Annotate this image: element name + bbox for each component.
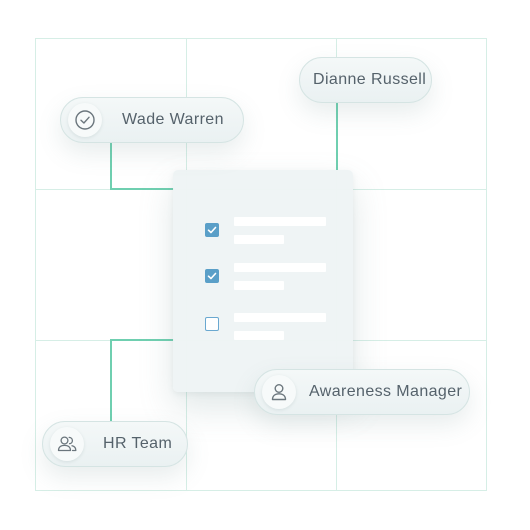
users-icon <box>50 427 84 461</box>
placeholder-line <box>234 217 326 226</box>
node-wade-warren[interactable]: Wade Warren <box>60 97 244 143</box>
node-label: HR Team <box>103 435 173 452</box>
connector-hr <box>110 339 174 341</box>
check-icon <box>207 272 217 280</box>
node-dianne-russell[interactable]: Dianne Russell <box>299 57 432 103</box>
grid-line <box>35 490 487 491</box>
checkbox-unchecked[interactable] <box>205 317 219 331</box>
node-label: Wade Warren <box>122 111 224 128</box>
placeholder-line <box>234 235 284 244</box>
placeholder-line <box>234 331 284 340</box>
user-icon <box>262 375 296 409</box>
placeholder-line <box>234 281 284 290</box>
node-awareness-manager[interactable]: Awareness Manager <box>254 369 470 415</box>
connector-wade <box>110 188 174 190</box>
connector-wade <box>110 142 112 189</box>
placeholder-line <box>234 313 326 322</box>
node-label: Dianne Russell <box>313 71 427 88</box>
node-hr-team[interactable]: HR Team <box>42 421 188 467</box>
checkbox-checked[interactable] <box>205 223 219 237</box>
connector-dianne <box>336 100 338 170</box>
grid-line <box>35 38 36 491</box>
checklist-card <box>173 170 353 392</box>
placeholder-line <box>234 263 326 272</box>
checklist-row <box>205 263 330 293</box>
check-icon <box>207 226 217 234</box>
checkbox-checked[interactable] <box>205 269 219 283</box>
connector-hr <box>110 339 112 421</box>
checklist-row <box>205 313 330 345</box>
grid-line <box>35 38 487 39</box>
node-label: Awareness Manager <box>309 383 463 400</box>
check-circle-icon <box>68 103 102 137</box>
checklist-row <box>205 217 330 247</box>
grid-line <box>486 38 487 491</box>
